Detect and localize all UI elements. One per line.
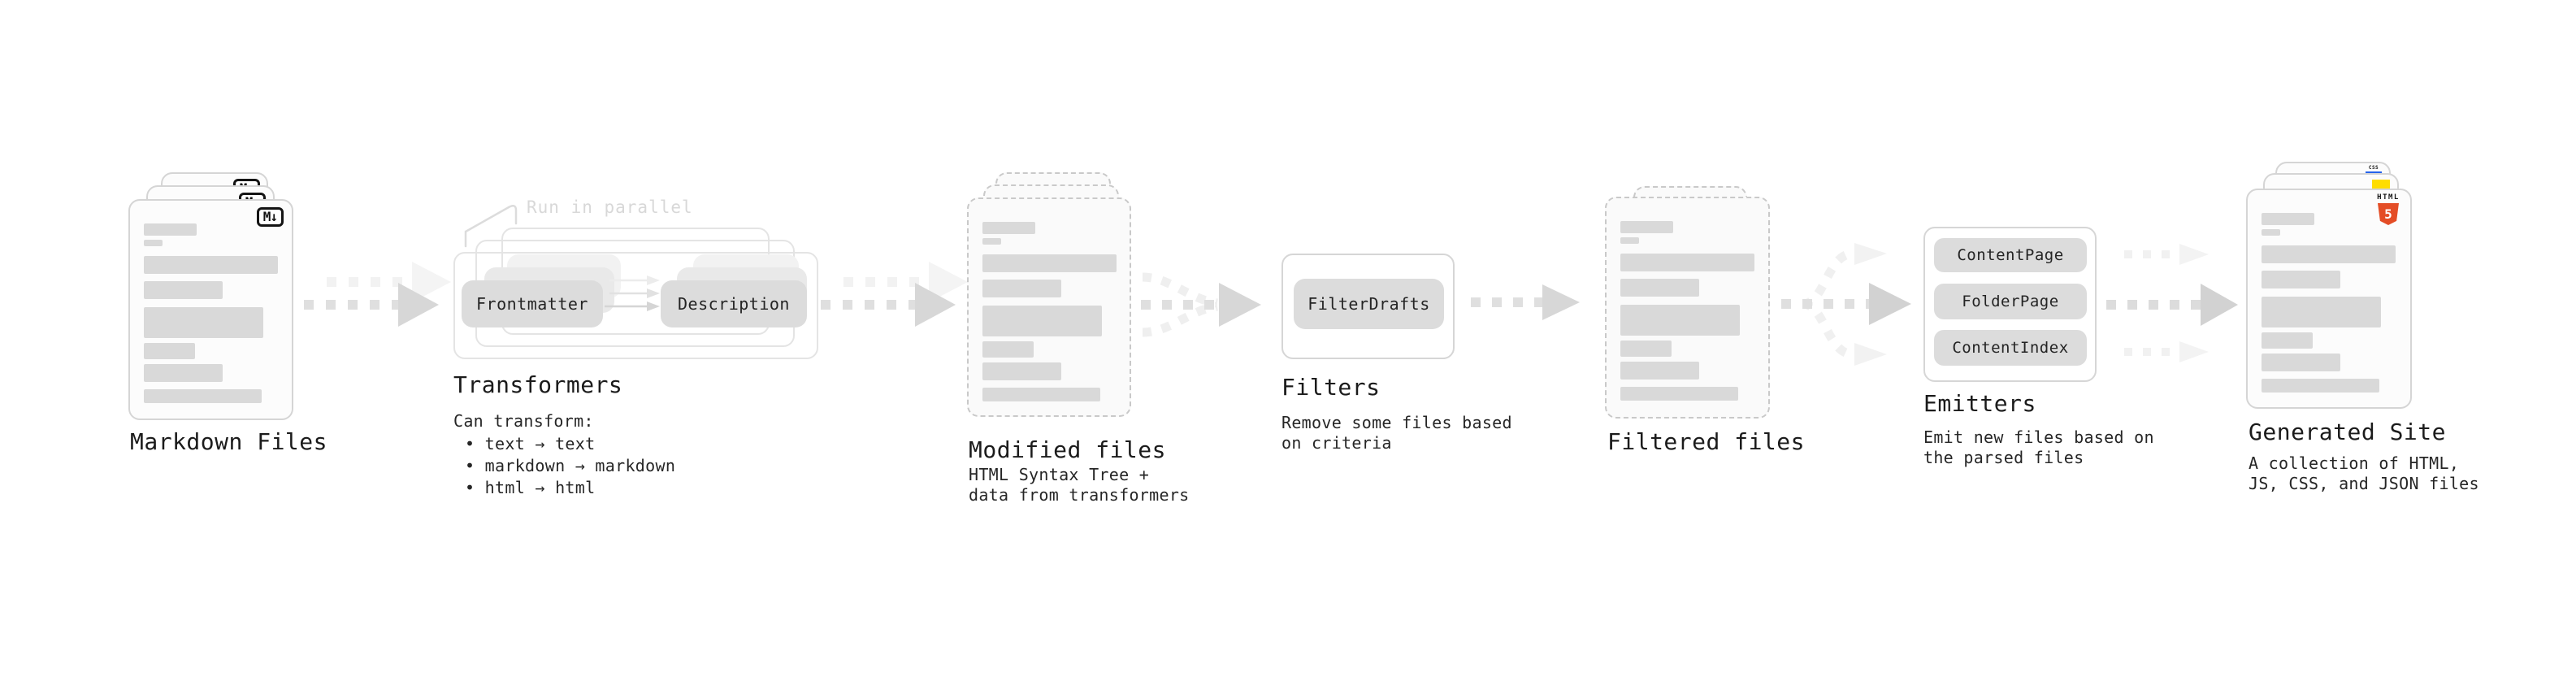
doc-line	[2262, 271, 2340, 288]
stage-label-modified-files: Modified files	[969, 436, 1167, 463]
modified-file-card-front	[967, 197, 1131, 417]
doc-line	[144, 343, 195, 359]
doc-line	[982, 362, 1061, 380]
markdown-file-card-front: M↓	[128, 199, 293, 420]
doc-placeholder-lines	[982, 222, 1117, 401]
arrow-filters-to-filtered	[1471, 284, 1580, 320]
emitters-sub: Emit new files based on the parsed files	[1923, 427, 2154, 467]
transformers-sub-heading: Can transform:	[453, 411, 594, 431]
transformer-description-pill: Description	[661, 280, 807, 327]
arrow-emitters-to-generated	[2106, 244, 2238, 362]
doc-line	[982, 222, 1035, 234]
doc-line	[144, 389, 262, 403]
html5-icon: HTML 5	[2370, 194, 2407, 225]
transformers-bullet: • html → html	[465, 478, 596, 497]
transformer-frontmatter-pill: Frontmatter	[462, 280, 603, 327]
filters-sub: Remove some files based on criteria	[1281, 413, 1512, 453]
transformers-bullet: • text → text	[465, 434, 596, 453]
stage-label-emitters: Emitters	[1923, 390, 2036, 417]
doc-line	[2262, 213, 2314, 225]
doc-line	[2262, 332, 2313, 349]
doc-line	[982, 254, 1117, 272]
mini-arrow-icon	[605, 301, 660, 311]
doc-line	[2262, 229, 2280, 236]
mini-arrow-icon	[609, 275, 660, 285]
doc-line	[982, 388, 1100, 401]
stage-label-transformers: Transformers	[453, 371, 623, 398]
mini-arrow-icon	[609, 288, 660, 298]
doc-line	[982, 238, 1001, 245]
emitter-content-index-pill: ContentIndex	[1934, 330, 2087, 366]
generated-site-sub: A collection of HTML, JS, CSS, and JSON …	[2249, 453, 2479, 493]
stage-label-filters: Filters	[1281, 374, 1381, 401]
generated-file-card-html: HTML 5	[2246, 189, 2412, 409]
arrow-transformers-to-modified	[821, 262, 968, 327]
run-in-parallel-annotation: Run in parallel	[527, 197, 693, 217]
doc-line	[144, 307, 263, 338]
doc-line	[144, 256, 278, 274]
doc-line	[1620, 305, 1740, 336]
doc-line	[2262, 245, 2396, 263]
doc-line	[144, 281, 223, 299]
doc-line	[1620, 279, 1699, 297]
doc-line	[2262, 297, 2381, 327]
annotation-leader-line	[464, 204, 518, 248]
doc-line	[144, 364, 223, 382]
doc-line	[982, 341, 1034, 358]
emitter-folder-page-pill: FolderPage	[1934, 284, 2087, 319]
js-icon	[2372, 180, 2390, 189]
stage-label-markdown-files: Markdown Files	[130, 428, 328, 455]
doc-line	[144, 223, 197, 236]
doc-placeholder-lines	[144, 223, 278, 403]
doc-line	[144, 240, 163, 246]
transformers-bullet: • markdown → markdown	[465, 456, 676, 475]
arrow-modified-to-filters	[1141, 272, 1261, 337]
doc-line	[1620, 362, 1699, 380]
doc-line	[982, 280, 1061, 297]
doc-line	[1620, 237, 1639, 244]
modified-files-sub: HTML Syntax Tree + data from transformer…	[969, 465, 1190, 505]
doc-line	[982, 306, 1102, 336]
doc-line	[1620, 340, 1672, 357]
transformer-group-front	[453, 252, 818, 359]
arrow-markdown-to-transformers	[304, 262, 451, 327]
filter-drafts-pill: FilterDrafts	[1294, 279, 1444, 329]
doc-line	[1620, 254, 1754, 271]
filtered-file-card-front	[1605, 197, 1770, 419]
doc-line	[2262, 354, 2340, 371]
doc-line	[1620, 221, 1673, 233]
doc-placeholder-lines	[2262, 213, 2396, 393]
stage-label-generated-site: Generated Site	[2249, 419, 2447, 445]
markdown-icon: M↓	[256, 207, 284, 227]
stage-label-filtered-files: Filtered files	[1607, 428, 1806, 455]
doc-line	[1620, 387, 1738, 401]
doc-placeholder-lines	[1620, 221, 1754, 401]
doc-line	[2262, 379, 2379, 393]
arrow-filtered-to-emitters	[1781, 243, 1911, 366]
emitter-content-page-pill: ContentPage	[1934, 238, 2087, 272]
